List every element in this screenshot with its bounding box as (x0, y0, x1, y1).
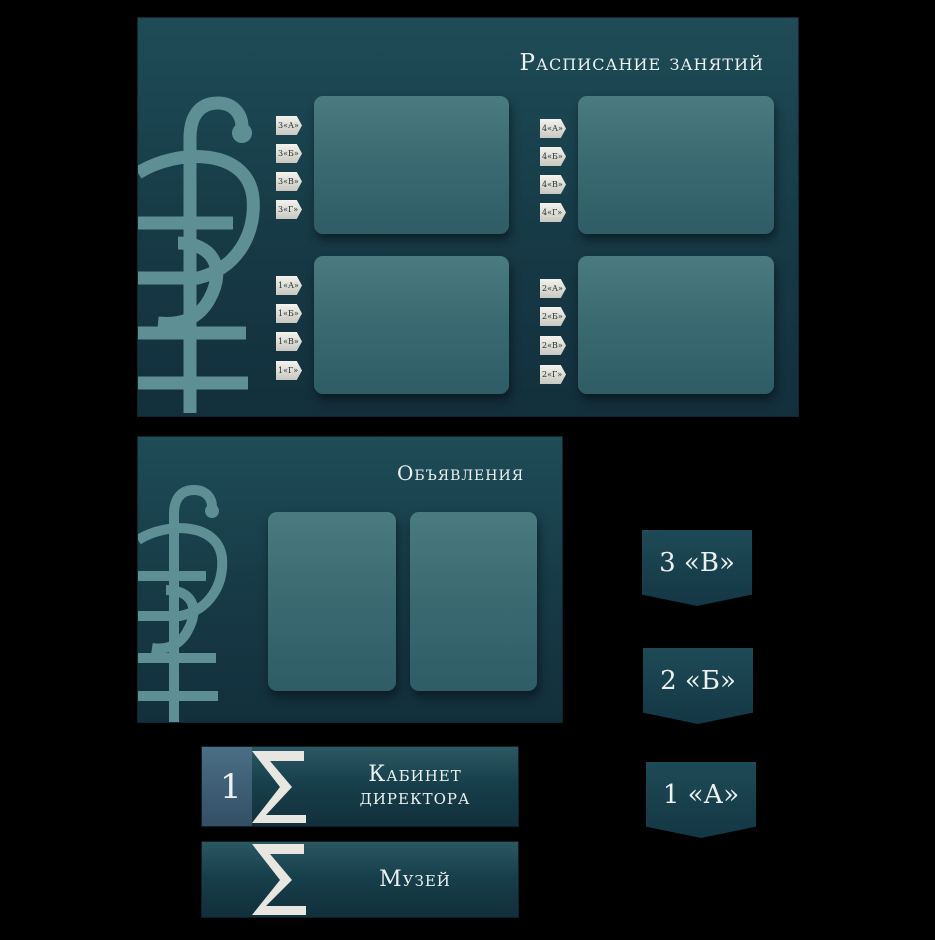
sigma-emblem-icon (252, 751, 306, 823)
school-logo-emblem-icon (138, 485, 228, 722)
class-tag: 2«Б» (540, 307, 566, 326)
class-tag: 4«В» (540, 175, 566, 194)
class-tag: 1«Б» (276, 304, 302, 323)
class-sign-label: 3 «В» (659, 548, 735, 578)
class-tag: 3«Б» (276, 144, 302, 163)
class-tag: 4«А» (540, 119, 566, 138)
class-tag: 1«А» (276, 276, 302, 295)
plate-number-block (202, 747, 252, 826)
schedule-board: Расписание занятий 3«А» 3«Б» 3«В» 3«Г» 4… (138, 18, 798, 416)
class-sign: 3 «В» (642, 530, 752, 606)
schedule-title: Расписание занятий (519, 50, 764, 76)
class-sign-label: 1 «А» (662, 780, 740, 810)
plate-text: Музей (312, 868, 518, 891)
plate-line-1: Музей (379, 867, 451, 892)
class-sign: 2 «Б» (643, 648, 753, 724)
announcement-panel (268, 512, 396, 691)
class-tag: 4«Г» (540, 203, 566, 222)
class-tag: 2«В» (540, 336, 566, 355)
schedule-panel (314, 256, 509, 394)
sigma-emblem-icon (252, 844, 306, 915)
class-tag: 1«Г» (276, 361, 302, 380)
class-tag: 3«В» (276, 172, 302, 191)
announcements-board: Объявления (138, 437, 562, 722)
plate-line-2: директора (359, 785, 471, 811)
class-sign: 1 «А» (646, 762, 756, 838)
plate-line-1: Кабинет (368, 762, 462, 787)
class-tag: 2«А» (540, 279, 566, 298)
schedule-panel (578, 256, 774, 394)
class-tag: 3«А» (276, 116, 302, 135)
class-tag: 3«Г» (276, 200, 302, 219)
class-tag: 2«Г» (540, 365, 566, 384)
schedule-panel (314, 96, 509, 234)
school-logo-emblem-icon (138, 96, 260, 413)
schedule-panel (578, 96, 774, 234)
class-tag: 4«Б» (540, 147, 566, 166)
door-plate-director: 1 Кабинет директора (202, 747, 518, 826)
announcements-title: Объявления (396, 461, 524, 485)
plate-number: 1 (220, 767, 242, 807)
door-plate-museum: Музей (202, 842, 518, 917)
announcement-panel (410, 512, 537, 691)
class-tag: 1«В» (276, 332, 302, 351)
plate-text: Кабинет директора (312, 763, 518, 809)
class-sign-label: 2 «Б» (660, 666, 736, 696)
